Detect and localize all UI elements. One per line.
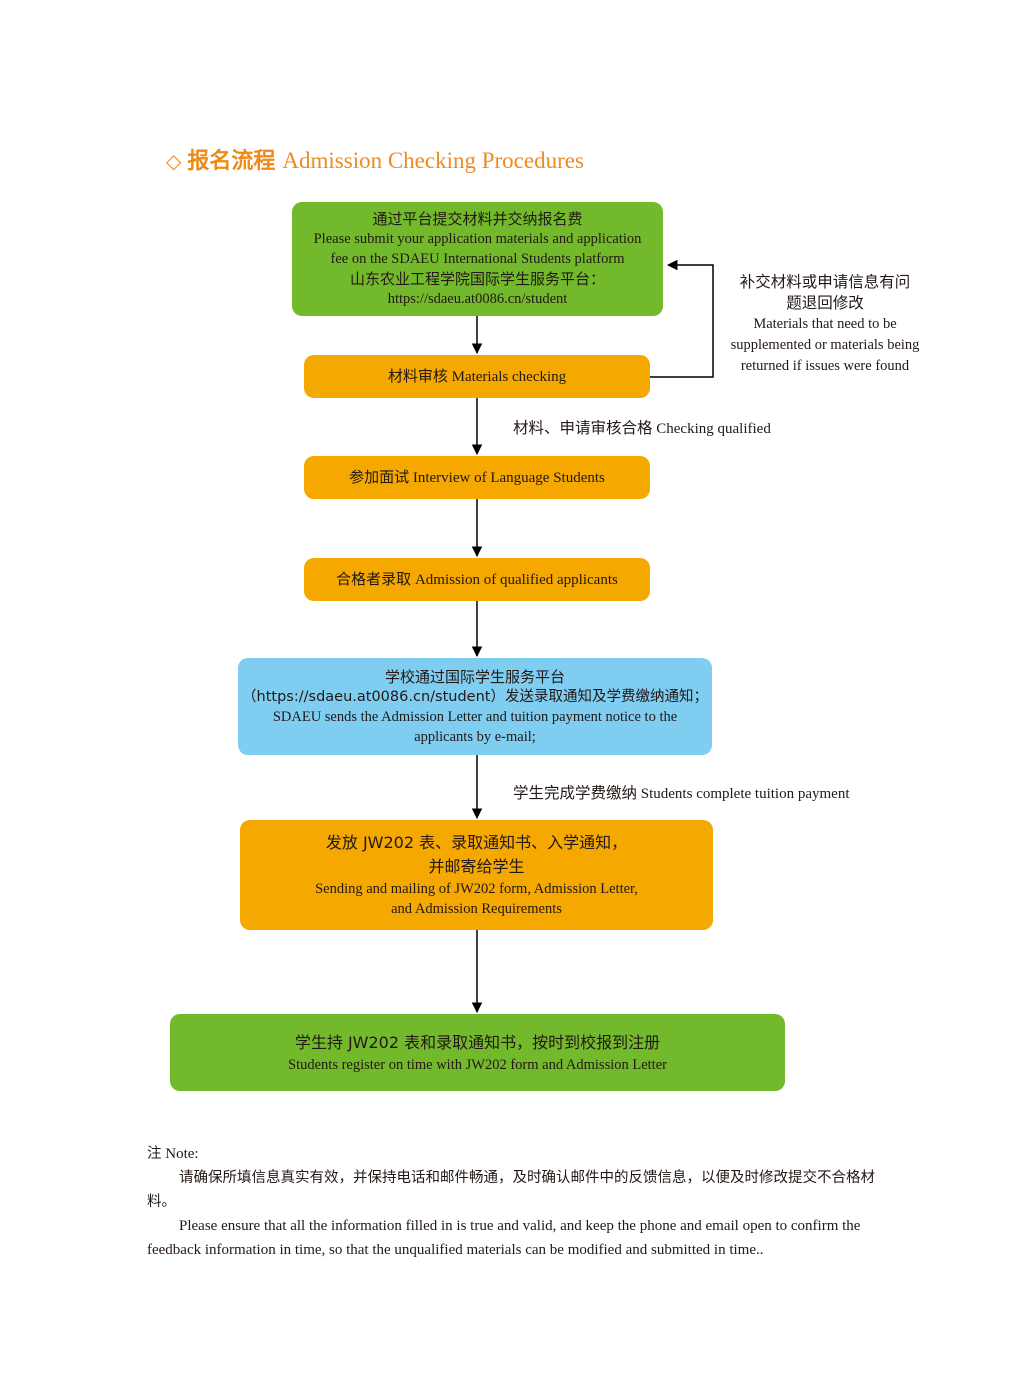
note-heading-zh: 注 xyxy=(147,1146,162,1162)
edge-label-qualified: 材料、申请审核合格 Checking qualified xyxy=(513,416,771,438)
step-admission: 合格者录取 Admission of qualified applicants xyxy=(304,558,650,601)
step-submit-line-1: 通过平台提交材料并交纳报名费 xyxy=(372,210,583,228)
step-submit-line-5: https://sdaeu.at0086.cn/student xyxy=(387,291,568,307)
step-notice-line-1: 学校通过国际学生服务平台 xyxy=(384,667,565,686)
note-heading-en: Note: xyxy=(165,1146,199,1162)
step-interview-zh: 参加面试 xyxy=(349,468,410,486)
step-submit-line-4: 山东农业工程学院国际学生服务平台： xyxy=(349,270,605,288)
step-admission-en: Admission of qualified applicants xyxy=(414,572,618,588)
step-submit-materials: 通过平台提交材料并交纳报名费 Please submit your applic… xyxy=(292,202,663,316)
step-mailing-line-1: 发放 JW202 表、录取通知书、入学通知， xyxy=(325,833,628,852)
step-materials-checking: 材料审核 Materials checking xyxy=(304,355,650,398)
title-zh: 报名流程 xyxy=(187,149,276,174)
return-en-line-1: Materials that need to be xyxy=(753,316,897,332)
step-admission-zh: 合格者录取 xyxy=(336,570,412,588)
step-interview-en: Interview of Language Students xyxy=(412,470,605,486)
qualified-zh: 材料、申请审核合格 xyxy=(513,419,653,437)
step-register-line-2: Students register on time with JW202 for… xyxy=(288,1056,667,1073)
step-mailing-line-4: and Admission Requirements xyxy=(391,901,562,917)
note-heading: 注 Note: xyxy=(147,1142,892,1166)
step-submit-line-2: Please submit your application materials… xyxy=(313,231,642,247)
payment-zh: 学生完成学费缴纳 xyxy=(513,784,638,802)
diamond-icon: ◇ xyxy=(166,149,182,173)
step-notice-line-2: （https://sdaeu.at0086.cn/student）发送录取通知及… xyxy=(242,688,708,705)
qualified-en: Checking qualified xyxy=(656,421,771,437)
note-text-zh: 请确保所填信息真实有效，并保持电话和邮件畅通，及时确认邮件中的反馈信息，以便及时… xyxy=(147,1170,875,1210)
return-zh-line-1: 补交材料或申请信息有问 xyxy=(739,273,911,291)
step-notice-line-4: applicants by e-mail; xyxy=(414,728,536,745)
step-mailing: 发放 JW202 表、录取通知书、入学通知， 并邮寄给学生 Sending an… xyxy=(240,820,713,930)
step-register: 学生持 JW202 表和录取通知书，按时到校报到注册 Students regi… xyxy=(170,1014,785,1091)
return-en-line-3: returned if issues were found xyxy=(740,358,910,374)
return-zh-line-2: 题退回修改 xyxy=(786,294,864,312)
edge-label-return: 补交材料或申请信息有问 题退回修改 Materials that need to… xyxy=(718,272,932,377)
step-mailing-line-2: 并邮寄给学生 xyxy=(428,857,525,876)
arrow-return-loop xyxy=(650,259,714,378)
step-register-line-1: 学生持 JW202 表和录取通知书，按时到校报到注册 xyxy=(294,1032,661,1052)
step-mailing-line-3: Sending and mailing of JW202 form, Admis… xyxy=(315,881,638,897)
title-en: Admission Checking Procedures xyxy=(282,148,584,173)
payment-en: Students complete tuition payment xyxy=(640,786,850,802)
step-submit-line-3: fee on the SDAEU International Students … xyxy=(330,251,625,267)
step-checking-zh: 材料审核 xyxy=(387,367,448,385)
step-checking-en: Materials checking xyxy=(451,369,567,385)
note-section: 注 Note: 请确保所填信息真实有效，并保持电话和邮件畅通，及时确认邮件中的反… xyxy=(147,1142,892,1262)
step-interview: 参加面试 Interview of Language Students xyxy=(304,456,650,499)
edge-label-payment: 学生完成学费缴纳 Students complete tuition payme… xyxy=(513,781,849,803)
note-text-en: Please ensure that all the information f… xyxy=(147,1218,861,1258)
return-en-line-2: supplemented or materials being xyxy=(730,337,920,353)
step-send-notice: 学校通过国际学生服务平台 （https://sdaeu.at0086.cn/st… xyxy=(238,658,712,755)
step-notice-line-3: SDAEU sends the Admission Letter and tui… xyxy=(272,708,678,725)
